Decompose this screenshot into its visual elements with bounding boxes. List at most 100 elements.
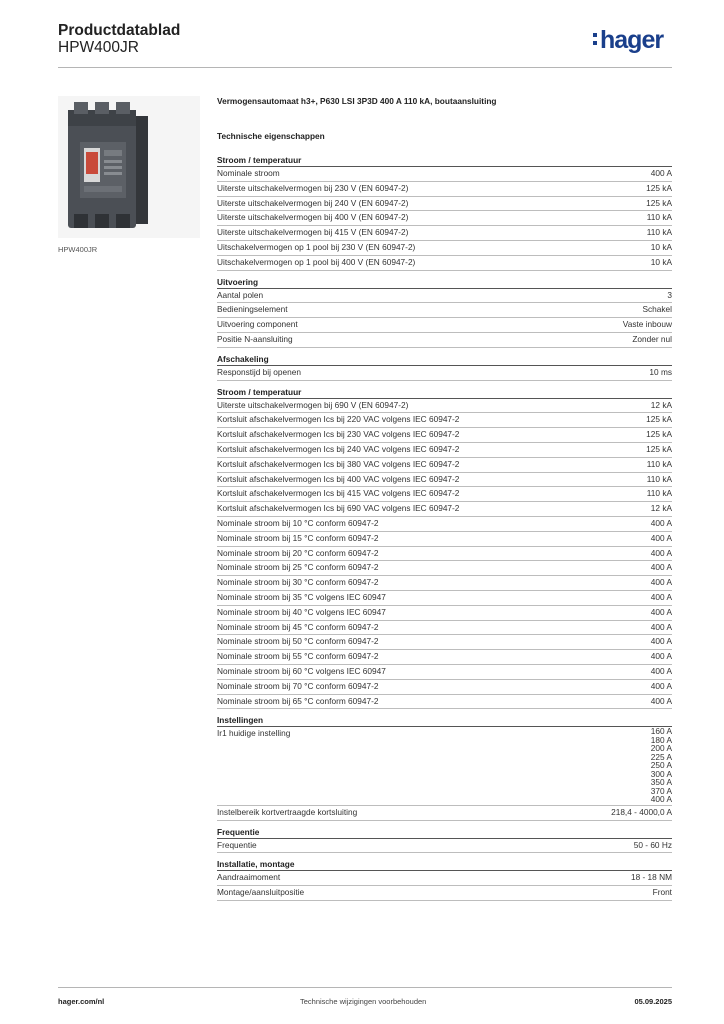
spec-label: Kortsluit afschakelvermogen Ics bij 415 … <box>217 488 460 499</box>
spec-label: Positie N-aansluiting <box>217 333 293 344</box>
spec-row: Uitvoering component Vaste inbouw <box>217 318 672 333</box>
product-code: HPW400JR <box>58 39 139 56</box>
spec-label: Uiterste uitschakelvermogen bij 240 V (E… <box>217 197 409 208</box>
spec-value: 12 kA <box>650 503 672 514</box>
spec-row: Uitschakelvermogen op 1 pool bij 230 V (… <box>217 241 672 256</box>
footer-divider <box>58 987 672 988</box>
image-caption: HPW400JR <box>58 245 98 254</box>
spec-label: Uiterste uitschakelvermogen bij 230 V (E… <box>217 182 409 193</box>
spec-value: 110 kA <box>646 227 672 238</box>
spec-label: Kortsluit afschakelvermogen Ics bij 400 … <box>217 473 460 484</box>
spec-value: Vaste inbouw <box>622 319 672 330</box>
spec-label: Kortsluit afschakelvermogen Ics bij 240 … <box>217 443 460 454</box>
spec-row: Kortsluit afschakelvermogen Ics bij 415 … <box>217 487 672 503</box>
spec-label: Nominale stroom bij 45 °C conform 60947-… <box>217 621 379 632</box>
spec-label: Kortsluit afschakelvermogen Ics bij 220 … <box>217 414 460 425</box>
spec-row: Nominale stroom bij 10 °C conform 60947-… <box>217 517 672 532</box>
spec-label: Aandraaimoment <box>217 872 281 883</box>
spec-row: Uiterste uitschakelvermogen bij 400 V (E… <box>217 211 672 227</box>
spec-label: Uiterste uitschakelvermogen bij 400 V (E… <box>217 212 409 223</box>
page-title: Productdatablad <box>58 22 181 39</box>
spec-value: 125 kA <box>646 443 672 454</box>
spec-value-item: 350 A <box>650 777 672 788</box>
spec-label: Nominale stroom bij 35 °C volgens IEC 60… <box>217 591 386 602</box>
section-title: Stroom / temperatuur <box>217 387 672 399</box>
spec-row: Nominale stroom bij 25 °C conform 60947-… <box>217 561 672 577</box>
product-content: Vermogensautomaat h3+, P630 LSI 3P3D 400… <box>217 96 672 907</box>
spec-value: 125 kA <box>646 197 672 208</box>
footer-disclaimer: Technische wijzigingen voorbehouden <box>300 997 427 1006</box>
spec-label: Kortsluit afschakelvermogen Ics bij 380 … <box>217 458 460 469</box>
section-title: Installatie, montage <box>217 859 672 872</box>
spec-value: Schakel <box>642 304 672 315</box>
spec-label: Uitschakelvermogen op 1 pool bij 400 V (… <box>217 256 416 267</box>
spec-row: Instelbereik kortvertraagde kortsluiting… <box>217 806 672 821</box>
spec-label: Nominale stroom bij 10 °C conform 60947-… <box>217 517 379 528</box>
footer-date: 05.09.2025 <box>634 997 672 1006</box>
spec-row: Kortsluit afschakelvermogen Ics bij 220 … <box>217 413 672 429</box>
spec-label: Montage/aansluitpositie <box>217 887 305 898</box>
spec-row: Kortsluit afschakelvermogen Ics bij 230 … <box>217 428 672 443</box>
spec-label: Instelbereik kortvertraagde kortsluiting <box>217 806 358 817</box>
spec-value-item: 200 A <box>650 743 672 754</box>
spec-label: Nominale stroom bij 55 °C conform 60947-… <box>217 651 379 662</box>
logo-colon-icon <box>593 31 598 46</box>
spec-row: Nominale stroom bij 45 °C conform 60947-… <box>217 621 672 636</box>
spec-label: Bedieningselement <box>217 304 288 315</box>
spec-value: 400 A <box>650 547 672 558</box>
spec-row: Bedieningselement Schakel <box>217 303 672 319</box>
spec-row: Nominale stroom bij 20 °C conform 60947-… <box>217 547 672 562</box>
spec-value: 125 kA <box>646 182 672 193</box>
spec-row: Kortsluit afschakelvermogen Ics bij 380 … <box>217 458 672 473</box>
spec-value: 400 A <box>650 562 672 573</box>
spec-label: Nominale stroom bij 65 °C conform 60947-… <box>217 695 379 706</box>
logo-text: hager <box>600 26 664 54</box>
spec-row: Uiterste uitschakelvermogen bij 415 V (E… <box>217 226 672 241</box>
spec-row: Kortsluit afschakelvermogen Ics bij 690 … <box>217 502 672 517</box>
spec-row: Aantal polen 3 <box>217 289 672 304</box>
spec-value: 400 A <box>650 168 672 178</box>
spec-label: Ir1 huidige instelling <box>217 728 291 739</box>
spec-row: Kortsluit afschakelvermogen Ics bij 400 … <box>217 473 672 488</box>
spec-label: Nominale stroom bij 25 °C conform 60947-… <box>217 562 379 573</box>
spec-value: 400 A <box>650 532 672 543</box>
spec-label: Uitvoering component <box>217 319 298 330</box>
spec-value: 400 A <box>650 665 672 676</box>
section-title: Afschakeling <box>217 354 672 366</box>
spec-label: Frequentie <box>217 839 257 850</box>
spec-value: 125 kA <box>646 414 672 425</box>
spec-value-item: 160 A <box>650 726 672 737</box>
spec-row: Nominale stroom bij 15 °C conform 60947-… <box>217 532 672 547</box>
header-divider <box>58 67 672 68</box>
spec-value: 400 A <box>650 680 672 691</box>
spec-value: 110 kA <box>646 488 672 499</box>
spec-value: 3 <box>667 289 672 300</box>
spec-value: 12 kA <box>650 399 672 410</box>
spec-value-item: 370 A <box>650 785 672 796</box>
spec-label: Uiterste uitschakelvermogen bij 415 V (E… <box>217 227 409 238</box>
spec-row: Uitschakelvermogen op 1 pool bij 400 V (… <box>217 256 672 271</box>
spec-row: Uiterste uitschakelvermogen bij 690 V (E… <box>217 399 672 414</box>
spec-value: 400 A <box>650 651 672 662</box>
spec-value: 218,4 - 4000,0 A <box>611 806 672 817</box>
spec-value: 10 kA <box>650 256 672 267</box>
spec-value-item: 300 A <box>650 768 672 779</box>
spec-label: Nominale stroom bij 40 °C volgens IEC 60… <box>217 606 386 617</box>
spec-row: Nominale stroom bij 60 °C volgens IEC 60… <box>217 665 672 680</box>
spec-label: Kortsluit afschakelvermogen Ics bij 690 … <box>217 503 460 514</box>
spec-label: Aantal polen <box>217 289 264 300</box>
section-title: Stroom / temperatuur <box>217 155 672 167</box>
spec-label: Nominale stroom bij 50 °C conform 60947-… <box>217 636 379 647</box>
spec-label: Nominale stroom bij 30 °C conform 60947-… <box>217 577 379 588</box>
spec-row: Nominale stroom bij 50 °C conform 60947-… <box>217 635 672 651</box>
spec-value: 400 A <box>650 517 672 528</box>
